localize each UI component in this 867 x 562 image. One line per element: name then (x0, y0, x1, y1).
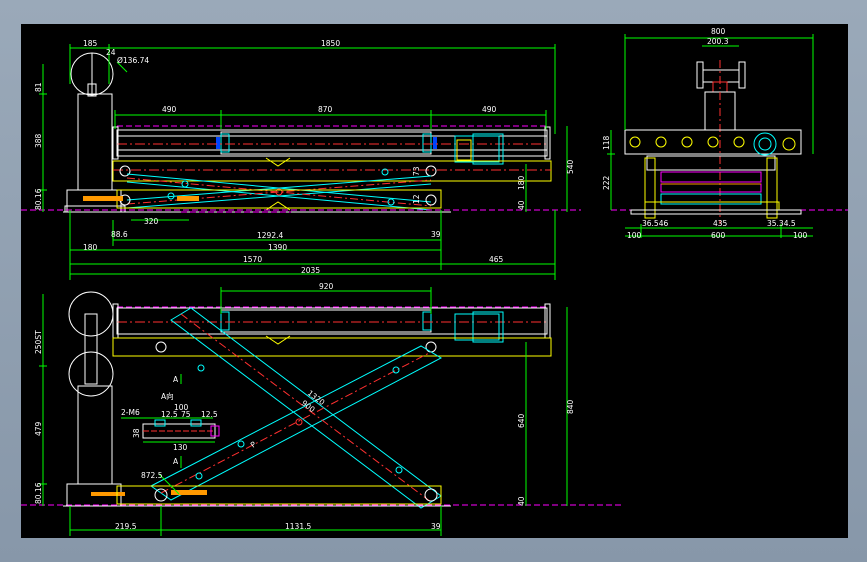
detail-dim-12b: 12.5 (201, 410, 218, 419)
conveyor-top (116, 129, 548, 157)
view-arrow-a-top: A (173, 375, 179, 384)
dim-39: 39 (431, 230, 441, 239)
dim-840: 840 (566, 399, 575, 414)
motor-top (454, 135, 500, 163)
dim-540: 540 (566, 159, 575, 174)
column-bottom (77, 385, 113, 485)
side-dim-222: 222 (602, 175, 611, 190)
upper-frame-bottom (112, 337, 552, 357)
upper-frame-top (112, 160, 552, 182)
dim-24: 24 (106, 48, 116, 57)
side-dim-36: 36.546 (642, 219, 668, 228)
side-dim-600: 600 (711, 231, 726, 240)
dim-640: 640 (517, 413, 526, 428)
dim-1850: 1850 (321, 39, 340, 48)
side-conveyor (624, 129, 802, 155)
detail-dim-75: 75 (181, 410, 191, 419)
dim-80-bottom: 80.16 (34, 482, 43, 504)
detail-dim-38: 38 (132, 428, 141, 438)
dim-388: 388 (34, 133, 43, 148)
dim-88: 88.6 (111, 230, 128, 239)
dim-73: 73 (412, 166, 421, 176)
dim-39-bottom: 39 (431, 522, 441, 531)
detail-dim-100: 100 (174, 403, 189, 412)
lower-frame-bottom (116, 485, 442, 505)
dim-920: 920 (319, 282, 334, 291)
scissor-arm-b (150, 345, 443, 501)
side-dim-100-right: 100 (793, 231, 808, 240)
cad-drawing-canvas[interactable]: 185 24 Ø136.74 1850 490 870 490 320 88.6… (21, 24, 848, 538)
side-dim-200: 200.3 (707, 37, 729, 46)
detail-a (121, 374, 220, 468)
dim-250: 250ST (34, 330, 43, 354)
dim-1570: 1570 (243, 255, 262, 264)
dim-1131: 1131.5 (285, 522, 311, 531)
side-dim-35: 35.34.5 (767, 219, 796, 228)
dim-479: 479 (34, 421, 43, 436)
side-dim-800: 800 (711, 27, 726, 36)
dim-219: 219.5 (115, 522, 137, 531)
motor-bottom (454, 313, 500, 341)
dim-185: 185 (83, 39, 98, 48)
cad-drawing: 185 24 Ø136.74 1850 490 870 490 320 88.6… (21, 27, 848, 536)
dim-40: 40 (517, 200, 526, 210)
side-dim-100-left: 100 (627, 231, 642, 240)
dim-80: 80.16 (34, 188, 43, 210)
dim-465: 465 (489, 255, 504, 264)
dim-p: P (249, 439, 258, 449)
dim-1292: 1292.4 (257, 231, 283, 240)
conveyor-bottom (116, 307, 548, 335)
dim-40-bottom: 40 (517, 496, 526, 506)
dim-2035: 2035 (301, 266, 320, 275)
roller-bottom-lower (68, 351, 114, 397)
dim-872: 872.5 (141, 471, 163, 480)
view-arrow-a-bottom: A (173, 457, 179, 466)
dim-1390: 1390 (268, 243, 287, 252)
dim-12: 12 (412, 194, 421, 204)
detail-dim-130: 130 (173, 443, 188, 452)
dim-490-left: 490 (162, 105, 177, 114)
column-top (77, 93, 113, 191)
dim-870: 870 (318, 105, 333, 114)
detail-bolts: 2-M6 (121, 408, 140, 417)
detail-dim-12a: 12.5 (161, 410, 178, 419)
detail-title: A向 (161, 391, 174, 401)
side-dim-118: 118 (602, 135, 611, 150)
dim-81: 81 (34, 82, 43, 92)
front-view-bottom: 920 219.5 1131.5 39 1320 900 P 872.5 A A… (21, 282, 621, 536)
dim-180: 180 (83, 243, 98, 252)
dim-320: 320 (144, 217, 159, 226)
side-dim-435: 435 (713, 219, 728, 228)
front-view-top: 185 24 Ø136.74 1850 490 870 490 320 88.6… (21, 39, 581, 280)
dim-diameter: Ø136.74 (117, 56, 149, 65)
dim-180-vert: 180 (517, 175, 526, 190)
side-view: 800 200.3 36.546 435 35.34.5 100 600 100… (602, 27, 848, 240)
dim-490-right: 490 (482, 105, 497, 114)
